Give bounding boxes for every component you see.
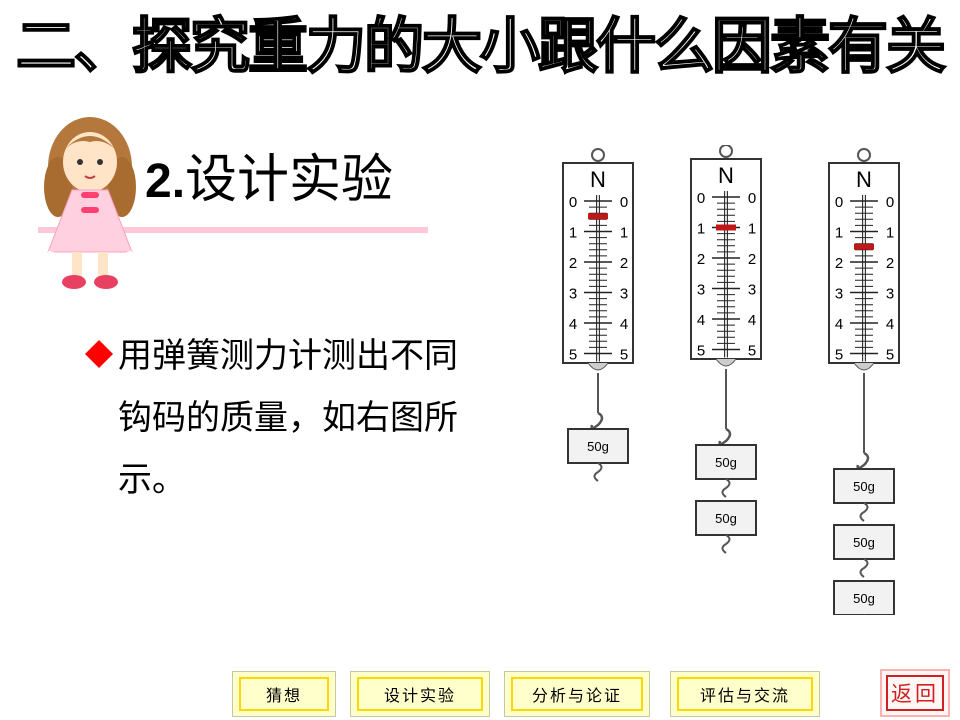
scale-tick-label-right: 2 — [748, 251, 756, 268]
scale-tick-label-left: 1 — [697, 221, 705, 238]
scale-tick-label-left: 5 — [569, 347, 577, 364]
scale-tick-label-left: 4 — [569, 316, 577, 333]
scale-tick-label-right: 3 — [748, 282, 756, 299]
section-number: 2. — [145, 155, 186, 208]
scale-tick-label-left: 3 — [835, 286, 843, 303]
scale-tick-label-right: 5 — [886, 347, 894, 364]
scale-tick-label-left: 0 — [697, 190, 705, 207]
nav-evaluation-button[interactable]: 评估与交流 — [670, 671, 820, 717]
scale-tick-label-right: 0 — [620, 194, 628, 211]
mass-label: 50g — [715, 455, 737, 470]
nav-design-experiment-button[interactable]: 设计实验 — [350, 671, 490, 717]
scale-tick-label-right: 4 — [748, 312, 756, 329]
scale-hook — [856, 451, 870, 470]
spring-scale-3: N0 0 1 1 2 2 3 3 4 4 5 5 50g 50g 50g — [828, 148, 900, 615]
scale-tick-label-right: 2 — [620, 255, 628, 272]
nav-design-label: 设计实验 — [357, 677, 483, 711]
scale-tick-label-right: 4 — [886, 316, 894, 333]
mass-block — [833, 524, 895, 560]
mass-block — [833, 468, 895, 504]
nav-analysis-button[interactable]: 分析与论证 — [504, 671, 650, 717]
scale-tick-label-left: 2 — [569, 255, 577, 272]
nav-analysis-label: 分析与论证 — [511, 677, 643, 711]
scale-hook — [718, 427, 732, 446]
back-label: 返回 — [886, 675, 944, 711]
scale-tick-label-right: 0 — [886, 194, 894, 211]
scale-tick-label-left: 3 — [697, 282, 705, 299]
scale-bottom-cap — [587, 362, 609, 371]
scale-tick-label-left: 3 — [569, 286, 577, 303]
scale-top-ring — [857, 148, 871, 162]
mass-hook — [721, 534, 731, 554]
section-title: 设计实验 — [185, 150, 394, 210]
scale-tick-label-right: 5 — [620, 347, 628, 364]
scale-tick-label-left: 1 — [835, 225, 843, 242]
scale-tick-label-left: 0 — [835, 194, 843, 211]
slide-title: 二、探究重力的大小跟什么因素有关 — [15, 11, 947, 83]
mass-hook — [593, 462, 603, 482]
mass-label: 50g — [587, 439, 609, 454]
scale-tick-label-right: 1 — [620, 225, 628, 242]
girl-illustration — [38, 117, 428, 289]
hooked-mass: 50g — [567, 428, 629, 482]
mass-hook — [721, 478, 731, 498]
scale-tick-label-right: 1 — [748, 221, 756, 238]
scale-tick-label-left: 2 — [835, 255, 843, 272]
mass-hook — [859, 502, 869, 522]
nav-guess-label: 猜想 — [239, 677, 329, 711]
nav-evaluation-label: 评估与交流 — [677, 677, 813, 711]
scale-pointer — [588, 213, 608, 220]
diamond-icon — [85, 340, 113, 368]
scale-tick-label-left: 5 — [835, 347, 843, 364]
scale-tick-label-right: 0 — [748, 190, 756, 207]
hooked-mass: 50g — [833, 580, 895, 615]
scale-tick-label-left: 5 — [697, 343, 705, 360]
scale-top-ring — [591, 148, 605, 162]
spring-scale-2: N0 0 1 1 2 2 3 3 4 4 5 5 50g 50g — [690, 145, 762, 554]
hooked-mass: 50g — [695, 444, 757, 498]
scale-tick-label-left: 4 — [835, 316, 843, 333]
scale-tick-label-left: 4 — [697, 312, 705, 329]
scale-unit-label: N — [856, 167, 872, 192]
scale-unit-label: N — [590, 167, 606, 192]
spring-scale-1: N0 0 1 1 2 2 3 3 4 4 5 5 50g — [562, 148, 634, 482]
scale-tick-label-right: 5 — [748, 343, 756, 360]
mass-block — [833, 580, 895, 615]
mass-label: 50g — [853, 591, 875, 606]
scale-pointer — [854, 243, 874, 250]
bullet-text: 用弹簧测力计测出不同钩码的质量，如右图所示。 — [118, 336, 458, 500]
scale-tick-label-left: 2 — [697, 251, 705, 268]
hooked-mass: 50g — [833, 468, 895, 522]
mass-hook — [859, 558, 869, 578]
scale-pointer — [716, 224, 736, 231]
scale-tick-label-right: 3 — [886, 286, 894, 303]
scale-tick-label-left: 0 — [569, 194, 577, 211]
section-heading: 2.设计实验 — [145, 148, 393, 214]
back-button[interactable]: 返回 — [880, 669, 950, 717]
scale-top-ring — [719, 145, 733, 158]
scale-bottom-cap — [715, 358, 737, 367]
scale-tick-label-right: 3 — [620, 286, 628, 303]
scale-unit-label: N — [718, 163, 734, 188]
mass-label: 50g — [853, 479, 875, 494]
bullet-point: 用弹簧测力计测出不同钩码的质量，如右图所示。 — [84, 325, 464, 511]
hooked-mass: 50g — [833, 524, 895, 578]
mass-label: 50g — [715, 511, 737, 526]
mass-label: 50g — [853, 535, 875, 550]
scale-tick-label-right: 1 — [886, 225, 894, 242]
hooked-mass: 50g — [695, 500, 757, 554]
nav-guess-button[interactable]: 猜想 — [232, 671, 336, 717]
scale-tick-label-right: 2 — [886, 255, 894, 272]
scale-hook — [590, 411, 604, 430]
mass-block — [695, 500, 757, 536]
scale-tick-label-right: 4 — [620, 316, 628, 333]
scale-bottom-cap — [853, 362, 875, 371]
scale-tick-label-left: 1 — [569, 225, 577, 242]
